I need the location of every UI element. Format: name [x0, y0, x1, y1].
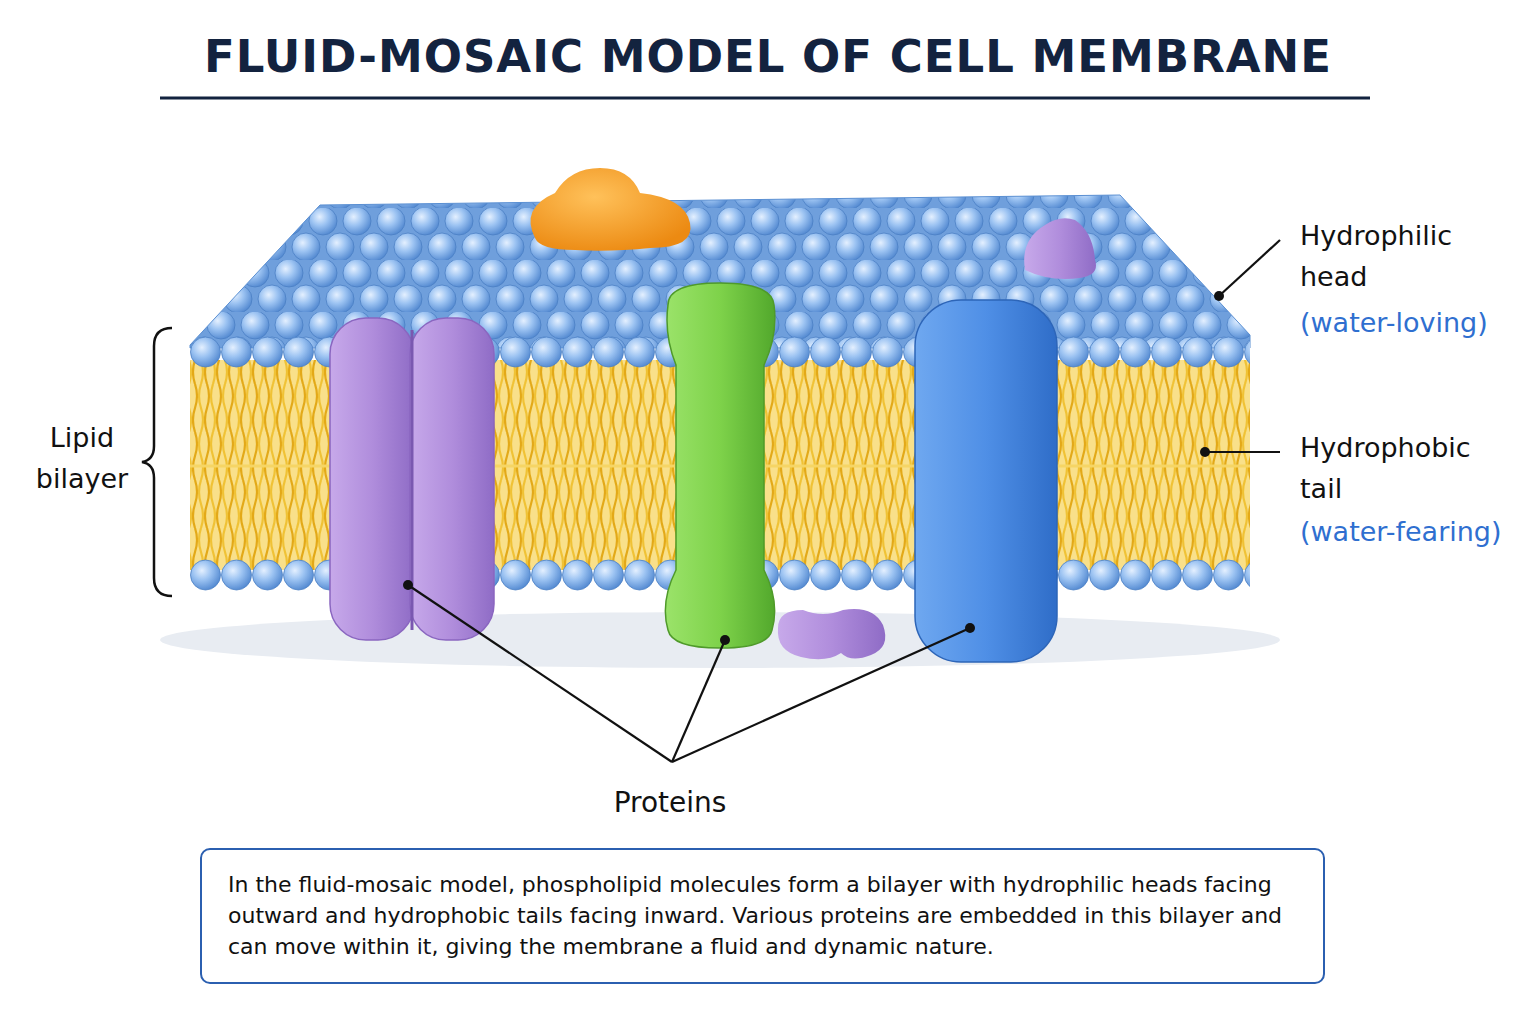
- peripheral-protein: [778, 609, 885, 659]
- bilayer-bracket: [142, 328, 172, 596]
- peripheral-protein: [1024, 218, 1096, 279]
- diagram-title: FLUID-MOSAIC MODEL OF CELL MEMBRANE: [0, 30, 1536, 83]
- leader-dots: [403, 291, 1224, 645]
- transmembrane-protein: [915, 300, 1057, 662]
- transmembrane-protein: [665, 283, 775, 648]
- part-label: Hydrophilic head: [1300, 216, 1475, 297]
- leader-lines: [408, 240, 1280, 762]
- channel-protein: [330, 318, 414, 640]
- part-note: (water-fearing): [1300, 512, 1536, 553]
- part-label: Proteins: [520, 782, 820, 824]
- channel-protein: [410, 318, 494, 640]
- caption-box: In the fluid-mosaic model, phospholipid …: [200, 848, 1325, 984]
- peripheral-protein: [531, 168, 691, 251]
- part-label: Lipid bilayer: [22, 418, 142, 499]
- title-underline: [160, 97, 1370, 100]
- caption-text: In the fluid-mosaic model, phospholipid …: [228, 870, 1297, 962]
- part-note: (water-loving): [1300, 303, 1530, 344]
- part-label: Hydrophobic tail: [1300, 428, 1505, 509]
